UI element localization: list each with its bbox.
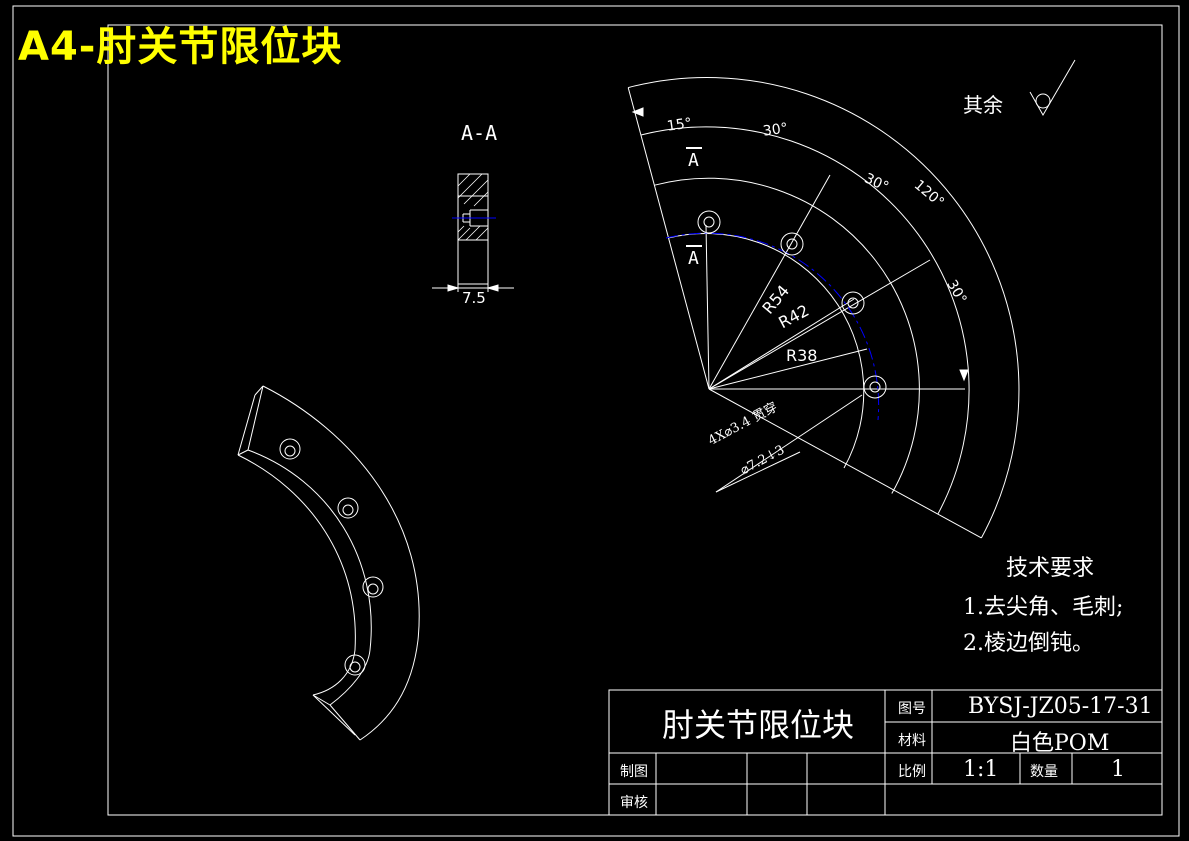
main-view [627,77,1020,539]
radius-r38: R38 [786,346,818,365]
roughness-label: 其余 [963,93,1003,117]
tech-req-item-2: 2.棱边倒钝。 [963,631,1094,656]
section-mark-top: A [688,150,699,171]
scale-value: 1:1 [963,757,999,782]
sheet-title: A4-肘关节限位块 [18,24,343,70]
tech-req-title: 技术要求 [1006,556,1095,581]
section-label: A-A [461,121,498,145]
thickness-dimension: 7.5 [462,289,486,307]
angle-15: 15° [666,115,693,135]
material-value: 白色POM [1010,731,1110,756]
section-view [432,173,514,292]
section-mark-bottom: A [688,248,699,269]
angle-30-a: 30° [762,120,789,140]
drawing-no: BYSJ-JZ05-17-31 [968,694,1153,719]
drawn-label: 制图 [620,764,648,780]
tech-req-item-1: 1.去尖角、毛刺; [963,595,1124,620]
drawing-no-label: 图号 [898,701,926,717]
title-block [608,689,1163,816]
qty-value: 1 [1111,757,1125,782]
checked-label: 审核 [620,795,648,811]
scale-label: 比例 [898,764,926,780]
material-label: 材料 [898,733,926,749]
isometric-view [237,385,420,741]
outer-border [12,5,1180,837]
roughness-symbol [1029,59,1076,117]
part-name: 肘关节限位块 [662,706,855,744]
qty-label: 数量 [1030,764,1058,780]
